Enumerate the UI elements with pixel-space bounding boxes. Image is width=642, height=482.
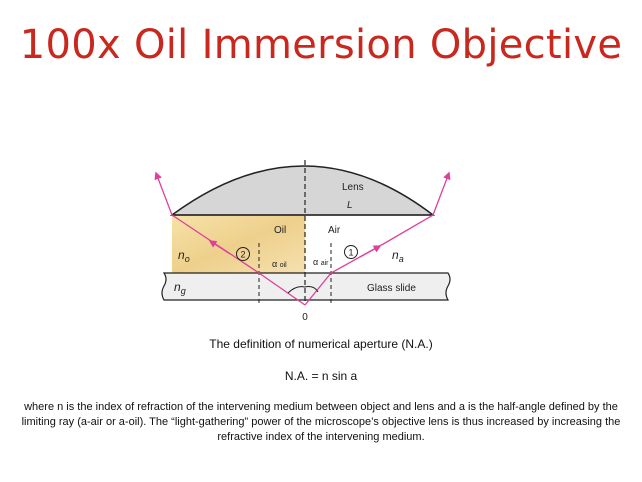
- ray2-label: 2: [240, 250, 245, 260]
- ray-air-arrow: [359, 245, 382, 258]
- slide-title: 100x Oil Immersion Objective: [19, 22, 623, 68]
- lens-label: Lens: [342, 182, 364, 193]
- n-air-label: na: [392, 248, 404, 264]
- angle-arcs: [287, 286, 319, 294]
- air-label: Air: [328, 225, 341, 236]
- ray-group: [154, 171, 451, 306]
- ray2-marker: [236, 247, 250, 261]
- lens-shape: [169, 165, 436, 216]
- ray1-label: 1: [348, 248, 353, 258]
- ray-air: [304, 171, 451, 306]
- numerical-aperture-diagram: Lens L Oil Air no na ng α oil α air 2 1 …: [154, 160, 451, 323]
- alpha-oil-label: α oil: [272, 259, 287, 269]
- glass-slide-label: Glass slide: [367, 283, 416, 294]
- lens-symbol: L: [347, 200, 353, 211]
- origin-label: 0: [302, 312, 308, 323]
- ray1-marker: [344, 245, 358, 259]
- n-glass-label: ng: [174, 280, 186, 296]
- na-formula: N.A. = n sin a: [284, 369, 358, 383]
- n-oil-label: no: [178, 248, 190, 264]
- oil-region: [172, 215, 305, 273]
- explanation-paragraph: where n is the index of refraction of th…: [21, 401, 621, 443]
- figure-caption: The definition of numerical aperture (N.…: [209, 337, 433, 351]
- alpha-air-label: α air: [313, 257, 329, 267]
- oil-label: Oil: [274, 225, 286, 236]
- ray-oil-arrow: [208, 240, 231, 255]
